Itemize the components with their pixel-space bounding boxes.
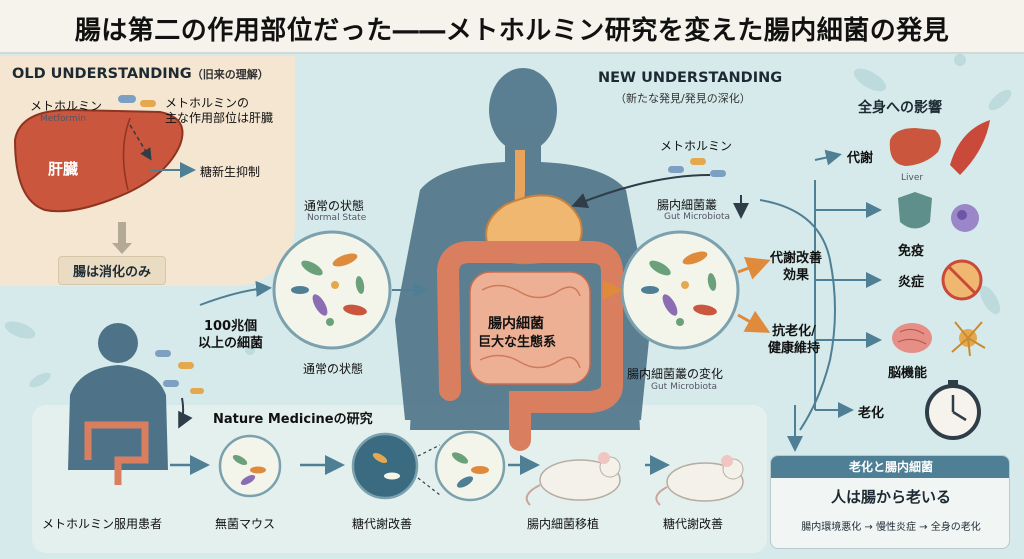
brain-icon (892, 323, 932, 353)
glucose-circle-2 (434, 430, 506, 502)
microbiota-change-en: Gut Microbiota (651, 382, 718, 392)
glucose-circle-1 (351, 432, 419, 500)
immune-cell-icon (951, 204, 979, 232)
effect-label-brain: 脳機能 (888, 366, 928, 381)
mouse-icon-1 (525, 452, 621, 506)
old-claim: メトホルミンの 主な作用部位は肝臓 (165, 96, 274, 125)
arrow-effect1 (737, 256, 771, 280)
gut-only-label: 腸は消化のみ (58, 256, 167, 285)
study-row (170, 430, 670, 502)
pills-old-icon (118, 95, 156, 107)
effect-label-inflammation: 炎症 (898, 275, 925, 290)
study-step-4: 腸内細菌移植 (527, 517, 600, 531)
metformin-to-stomach-arrow (571, 174, 711, 208)
microbiota-en: Gut Microbiota (664, 212, 731, 222)
background-microbes-icon (4, 54, 1012, 388)
mouse-icon-2 (655, 455, 744, 506)
germ-free-mouse-circle (218, 434, 282, 498)
large-intestine-icon (436, 241, 623, 451)
study-heading: Nature Medicineの研究 (213, 412, 373, 427)
normal-label: 通常の状態 (304, 199, 365, 213)
stopwatch-icon (925, 380, 981, 440)
gut-label: 腸内細菌 (488, 316, 544, 332)
arrow-to-normal (199, 280, 272, 306)
summary-box: 老化と腸内細菌 人は腸から老いる 腸内環境悪化 → 慢性炎症 → 全身の老化 (770, 455, 1010, 549)
effects-tree (759, 149, 882, 452)
bacteria-icon (232, 251, 717, 488)
new-heading: NEW UNDERSTANDING (598, 70, 783, 86)
effect-metabolism: 代謝改善 効果 (770, 251, 823, 283)
effects-heading: 全身への影響 (858, 100, 942, 116)
normal-label-en: Normal State (307, 213, 367, 223)
gut-label-2: 巨大な生態系 (478, 335, 557, 350)
effect-label-metabolism: 代謝 (847, 151, 874, 166)
pills-metformin-icon (668, 158, 726, 177)
liver-icon (13, 108, 184, 213)
old-metformin-en: Metformin (40, 114, 87, 124)
effect-liver-en: Liver (901, 173, 924, 183)
effect-label-aging: 老化 (858, 406, 885, 421)
gluconeo-label: 糖新生抑制 (200, 165, 261, 179)
no-inflammation-icon (941, 259, 983, 301)
old-claim-arrow (129, 124, 152, 161)
pills-new-icon (155, 350, 204, 394)
old-heading-text: OLD UNDERSTANDING (12, 66, 192, 82)
bacteria-count: 100兆個 以上の細菌 (198, 319, 264, 351)
old-metformin-label: メトホルミン (30, 99, 103, 113)
liver-small-icon (889, 128, 941, 166)
study-step-5: 糖代謝改善 (663, 517, 724, 531)
new-heading-sub: （新たな発見/発見の深化） (615, 92, 751, 105)
title-bar (0, 0, 1024, 54)
normal-bottom-label: 通常の状態 (303, 362, 364, 376)
old-heading: OLD UNDERSTANDING（旧来の理解） (12, 66, 269, 82)
neuron-icon (951, 321, 986, 357)
shield-icon (898, 192, 932, 229)
liver-label: 肝臓 (48, 160, 79, 178)
page-title: 腸は第二の作用部位だった――メトホルミン研究を変えた腸内細菌の発見 (74, 16, 950, 46)
microbiota-change-label: 腸内細菌叢の変化 (627, 367, 724, 381)
muscle-icon (950, 120, 990, 175)
summary-chain: 腸内環境悪化 → 慢性炎症 → 全身の老化 (801, 522, 981, 533)
effect-label-immunity: 免疫 (898, 244, 925, 259)
microbiota-label: 腸内細菌叢 (657, 198, 718, 212)
effect-antiaging: 抗老化/ 健康維持 (768, 324, 821, 356)
new-metformin-label: メトホルミン (660, 139, 733, 153)
old-heading-sub: （旧来の理解） (191, 68, 269, 81)
patient-intestine-icon (84, 421, 149, 485)
summary-main: 人は腸から老いる (830, 488, 951, 506)
study-step-3: 糖代謝改善 (352, 517, 413, 531)
summary-head: 老化と腸内細菌 (771, 456, 1009, 478)
study-step-1: メトホルミン服用患者 (42, 517, 163, 531)
study-step-2: 無菌マウス (215, 517, 276, 531)
arrow-effect2 (737, 310, 771, 333)
